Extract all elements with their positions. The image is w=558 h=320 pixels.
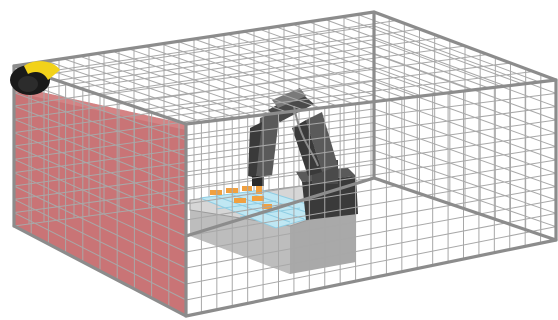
mesh-wire [36,21,397,74]
mesh-wire [79,38,443,88]
